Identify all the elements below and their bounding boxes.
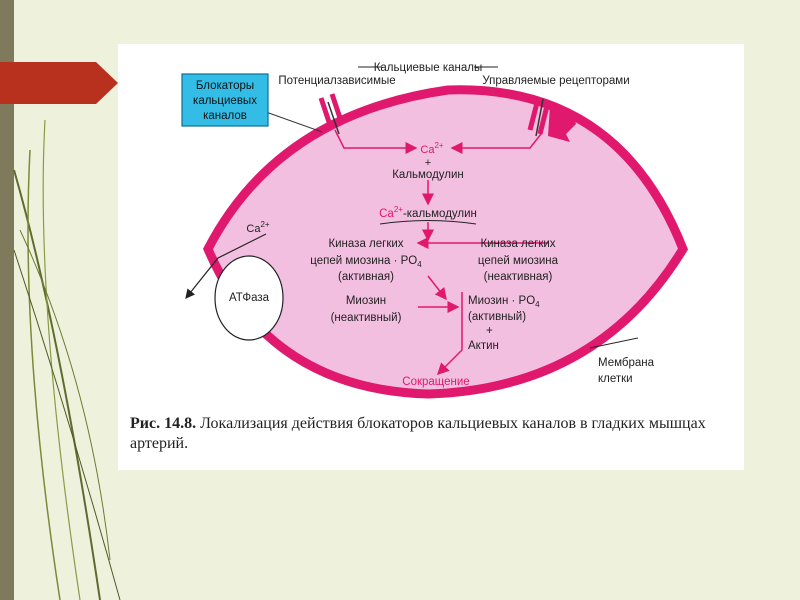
- blockers-line3: каналов: [203, 110, 247, 122]
- mlck-inactive-line2: цепей миозина: [478, 255, 559, 267]
- accent-tab: [0, 62, 118, 104]
- myosin-active-line3: +: [486, 325, 493, 337]
- mlck-inactive-line3: (неактивная): [484, 271, 553, 283]
- mlck-active-line3: (активная): [338, 271, 394, 283]
- blockers-line2: кальциевых: [193, 95, 257, 107]
- blocker-pointer: [265, 111, 323, 133]
- figure-caption: Рис. 14.8. Локализация действия блокатор…: [130, 414, 734, 454]
- flow-voltage: [334, 129, 418, 154]
- calcium-channels-label: Кальциевые каналы: [374, 62, 483, 74]
- ca-efflux: [185, 233, 267, 299]
- figure-panel: Кальциевые каналы Потенциалзависимые Упр…: [118, 44, 744, 470]
- mlck-inactive-line1: Киназа легких: [480, 238, 555, 250]
- myosin-active-line1: Миозин · PO4: [468, 295, 540, 309]
- membrane-label-line1: Мембрана: [598, 357, 655, 369]
- sidebar-stripe: [0, 0, 14, 600]
- atpase-pump: [214, 255, 284, 341]
- mlck-active-line2: цепей миозина · PO4: [310, 255, 422, 269]
- blockers-line1: Блокаторы: [196, 80, 254, 92]
- plus-sign: +: [425, 157, 431, 169]
- flow-phosphorylation: [427, 275, 447, 301]
- actin-label: Актин: [468, 340, 499, 352]
- contraction-label: Сокращение: [402, 376, 469, 388]
- decorative-lines: [13, 119, 121, 600]
- ca-calmodulin-label: Ca2+-кальмодулин: [379, 205, 477, 220]
- complex-underline: [379, 220, 477, 225]
- voltage-channel-icon: [318, 93, 345, 135]
- atpase-label: АТФаза: [229, 292, 270, 304]
- receptor-channel-label: Управляемые рецепторами: [482, 75, 629, 87]
- flow-contraction: [436, 349, 463, 376]
- myosin-inactive-line2: (неактивный): [331, 312, 402, 324]
- ca-efflux-label: Ca2+: [246, 220, 270, 235]
- cell-diagram: Кальциевые каналы Потенциалзависимые Упр…: [181, 62, 689, 399]
- cell-membrane: [203, 85, 689, 399]
- ca-ion-label: Ca2+: [420, 141, 444, 156]
- voltage-channel-label: Потенциалзависимые: [278, 75, 395, 87]
- caption-text: Локализация действия блокаторов кальциев…: [130, 415, 706, 452]
- mlck-active-line1: Киназа легких: [328, 238, 403, 250]
- caption-number: Рис. 14.8.: [130, 415, 197, 432]
- myosin-active-line2: (активный): [468, 311, 526, 323]
- receptor-channel-icon: [527, 98, 576, 142]
- membrane-label-line2: клетки: [598, 373, 633, 385]
- calmodulin-label: Кальмодулин: [392, 169, 464, 181]
- blockers-box: [181, 73, 269, 127]
- flow-receptor: [450, 133, 542, 154]
- myosin-inactive-line1: Миозин: [346, 295, 386, 307]
- membrane-pointer: [589, 337, 639, 349]
